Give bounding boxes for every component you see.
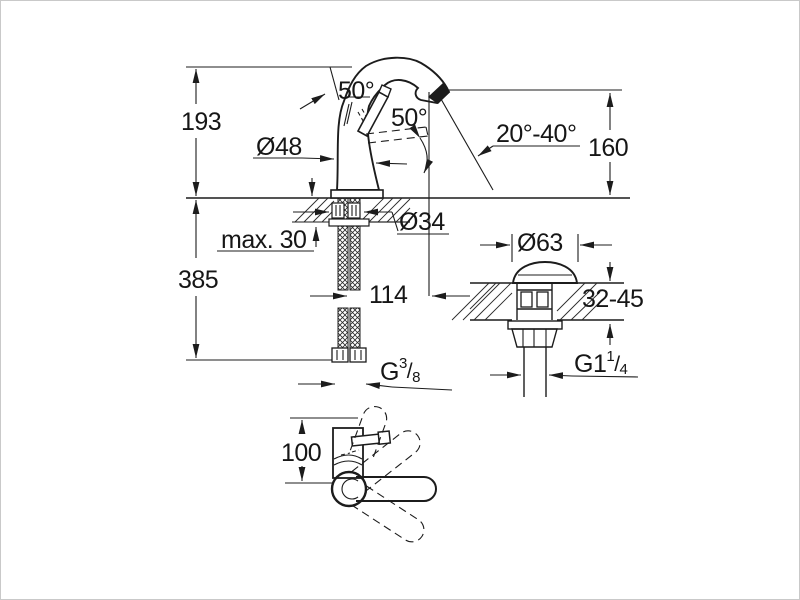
spout-solid-position	[356, 476, 437, 502]
shank-and-hoses	[328, 197, 370, 363]
dim-cap-diameter: Ø63	[517, 229, 563, 257]
dimension-waste-thread-lines	[490, 371, 639, 380]
handle-swing-annotation	[409, 124, 434, 174]
dim-body-diameter: Ø48	[256, 133, 302, 161]
dim-height-above-deck: 193	[181, 108, 221, 136]
dim-handle-angle: 50°	[338, 77, 374, 105]
dimension-100-lines	[285, 417, 358, 484]
dim-spout-swivel: 100	[281, 439, 321, 467]
dimension-hose-thread-lines	[298, 380, 453, 391]
dim-spout-outlet-height: 160	[588, 134, 628, 162]
handle-angle-annotation	[299, 66, 340, 110]
dim-drain-deck-thickness: 32-45	[582, 285, 643, 313]
top-view-body-details	[333, 449, 363, 466]
dimension-cap-diameter-lines	[480, 234, 612, 262]
dimension-deck-thickness-lines	[217, 178, 320, 252]
dim-mounting-hole-diameter: Ø34	[399, 208, 445, 236]
dim-max-deck-thickness: max. 30	[221, 226, 306, 254]
hose-thread-label: G3/8	[380, 355, 420, 386]
spout-swivel-positions	[349, 406, 425, 543]
drain-valve-view: Ø63 32-45	[451, 229, 644, 397]
dim-stream-angle-range: 20°-40°	[496, 120, 576, 148]
top-view-handle	[350, 430, 392, 447]
spout-pivot-ring	[330, 470, 368, 508]
top-view: 100	[281, 406, 437, 543]
dim-below-deck-length: 385	[178, 266, 218, 294]
dimension-body-diameter-lines	[253, 155, 408, 167]
dim-handle-swing-angle: 50°	[391, 104, 427, 132]
waste-thread-label: G11/4	[574, 348, 628, 378]
drain-body	[507, 283, 563, 397]
base-flange	[330, 189, 384, 199]
dim-spout-reach: 114	[369, 281, 408, 309]
drain-cap	[511, 261, 579, 284]
lever-handle-tip	[378, 84, 392, 99]
spout-mousseur	[428, 83, 450, 104]
spout-pivot-inner	[341, 478, 359, 500]
front-view: 193 385 50° 50°	[178, 56, 630, 391]
stream-angle-annotation	[436, 91, 580, 191]
drain-deck-hatch	[451, 282, 601, 321]
dimension-hole-diameter-lines	[293, 208, 449, 235]
